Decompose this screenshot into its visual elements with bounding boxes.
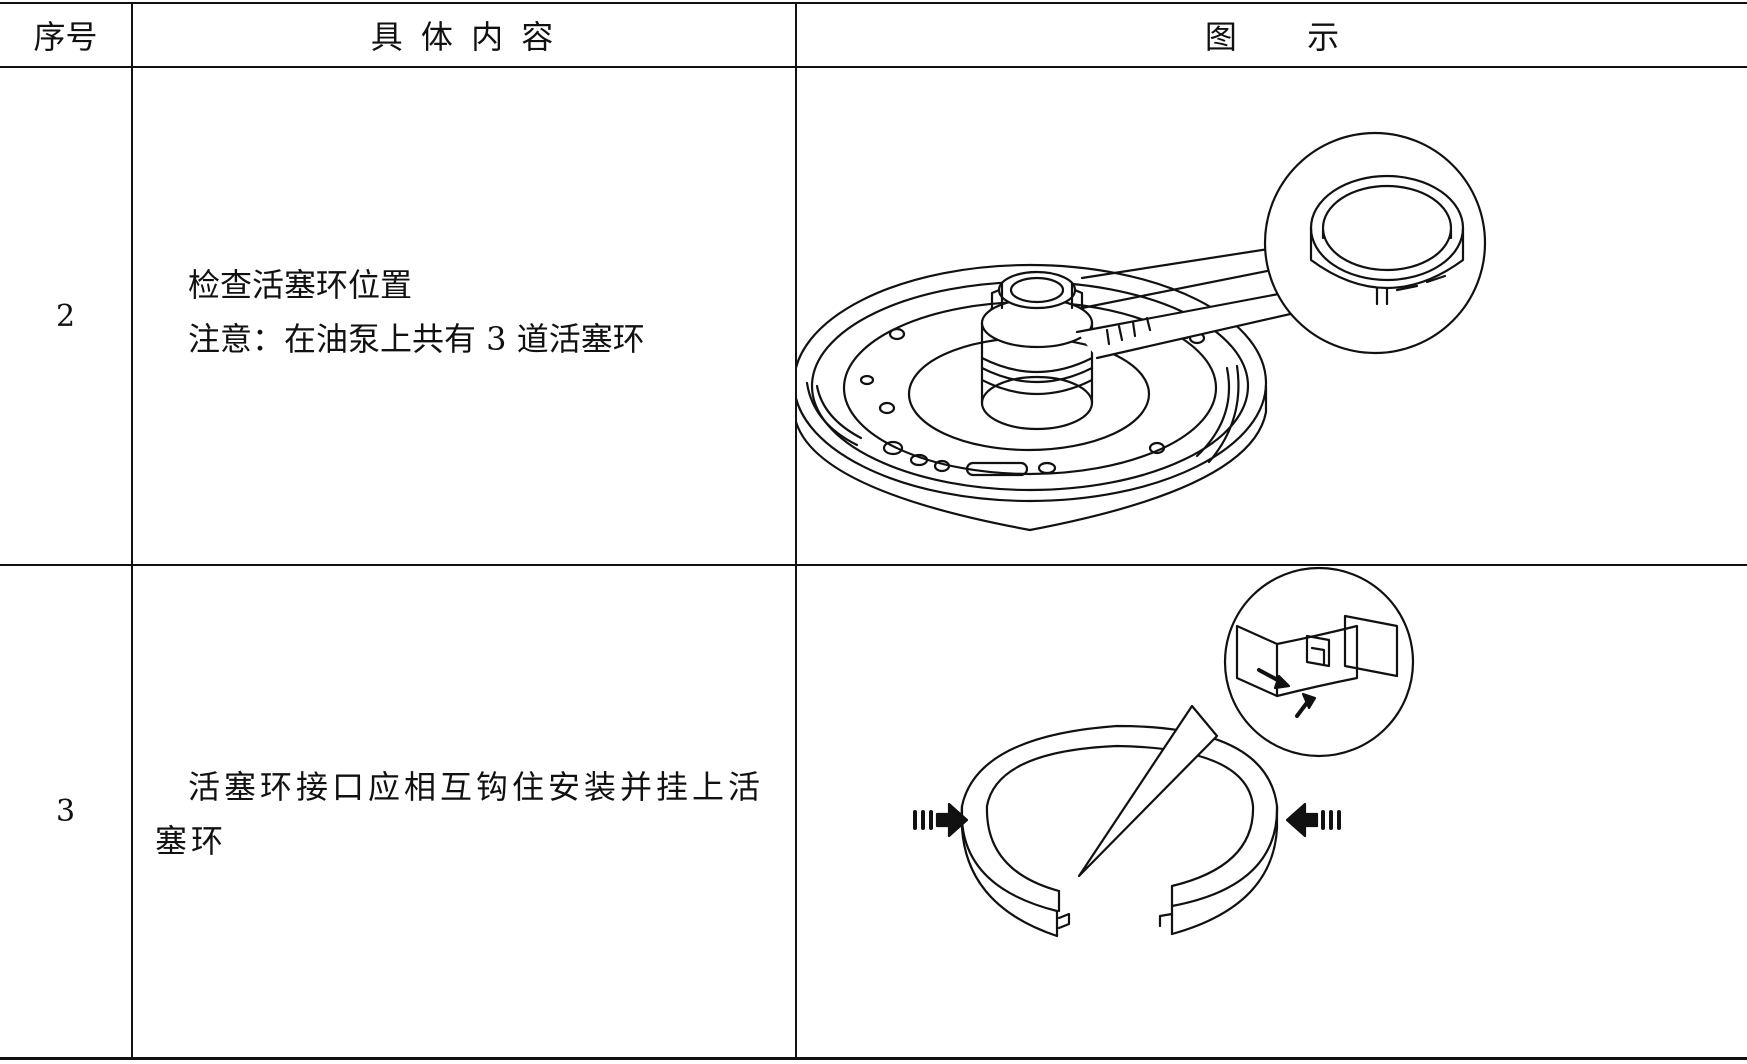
piston-ring-joint-icon (913, 566, 1415, 938)
row-divider (0, 564, 1747, 566)
row-index: 2 (55, 298, 76, 334)
row-content: 活塞环接口应相互钩住安装并挂上活 塞环 (155, 760, 775, 868)
content-line: 活塞环接口应相互钩住安装并挂上活 (188, 768, 765, 806)
figure-cell (797, 566, 1747, 1057)
header-content: 具 体 内 容 (370, 18, 558, 56)
column-divider (131, 2, 133, 1060)
table-bottom-rule (0, 1057, 1747, 1060)
header-bottom-rule (0, 66, 1747, 68)
content-line: 塞环 (155, 822, 228, 860)
figure-cell (797, 68, 1747, 564)
oil-pump-piston-rings-icon (797, 131, 1487, 532)
content-line: 检查活塞环位置 (188, 266, 413, 304)
header-index: 序号 (33, 18, 98, 56)
column-divider (795, 2, 797, 1060)
row-content: 检查活塞环位置 注意：在油泵上共有 3 道活塞环 (188, 258, 788, 366)
header-figure: 图 示 (1204, 18, 1340, 56)
table-top-rule (0, 2, 1747, 4)
content-line: 注意：在油泵上共有 3 道活塞环 (188, 320, 645, 358)
row-index: 3 (55, 794, 76, 829)
